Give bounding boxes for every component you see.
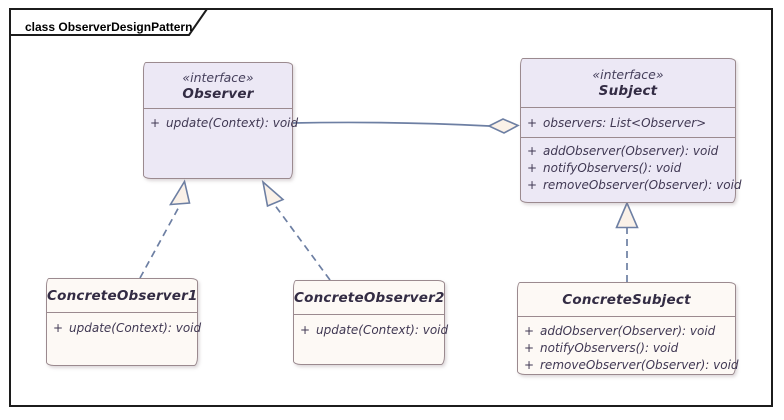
- method-signature: notifyObservers(): void: [543, 161, 682, 175]
- attribute-signature: observers: List<Observer>: [543, 116, 707, 130]
- stereotype-label: «interface»: [182, 69, 254, 85]
- class-header: ConcreteObserver1: [47, 279, 197, 312]
- class-header: «interface» Subject: [521, 59, 735, 107]
- members-section: + update(Context): void: [47, 312, 201, 365]
- visibility-symbol: +: [149, 116, 161, 130]
- method-row: + update(Context): void: [47, 320, 201, 337]
- class-box-observer: «interface» Observer + update(Context): …: [143, 62, 298, 179]
- class-name: ConcreteObserver1: [47, 287, 198, 304]
- class-box-concrete-observer2: ConcreteObserver2 + update(Context): voi…: [293, 280, 448, 365]
- method-row: + addObserver(Observer): void: [518, 323, 735, 340]
- visibility-symbol: +: [523, 324, 535, 338]
- diagram-frame-tab: class ObserverDesignPattern: [9, 8, 219, 37]
- diagram-frame: [9, 8, 773, 407]
- class-box-concrete-observer1: ConcreteObserver1 + update(Context): voi…: [46, 278, 201, 366]
- method-signature: removeObserver(Observer): void: [540, 358, 739, 372]
- class-box-subject: «interface» Subject + observers: List<Ob…: [520, 58, 742, 203]
- attributes-section: + observers: List<Observer>: [521, 107, 735, 137]
- method-row: + addObserver(Observer): void: [521, 143, 735, 160]
- class-name: ConcreteSubject: [562, 291, 691, 308]
- members-section: + addObserver(Observer): void + notifyOb…: [521, 137, 742, 202]
- class-box-concrete-subject: ConcreteSubject + addObserver(Observer):…: [517, 282, 739, 375]
- visibility-symbol: +: [299, 323, 311, 337]
- method-row: + update(Context): void: [144, 115, 298, 132]
- class-name: Observer: [182, 85, 254, 102]
- visibility-symbol: +: [523, 341, 535, 355]
- method-signature: addObserver(Observer): void: [543, 144, 719, 158]
- class-header: ConcreteSubject: [518, 283, 735, 316]
- class-header: «interface» Observer: [144, 63, 292, 108]
- attribute-row: + observers: List<Observer>: [521, 115, 735, 132]
- class-name: Subject: [598, 83, 658, 99]
- visibility-symbol: +: [526, 144, 538, 158]
- class-header: ConcreteObserver2: [294, 281, 444, 314]
- method-signature: removeObserver(Observer): void: [543, 178, 742, 192]
- method-signature: update(Context): void: [316, 323, 449, 337]
- class-name: ConcreteObserver2: [294, 289, 445, 306]
- stereotype-label: «interface»: [592, 67, 664, 82]
- visibility-symbol: +: [526, 116, 538, 130]
- method-row: + update(Context): void: [294, 322, 448, 339]
- method-row: + notifyObservers(): void: [521, 160, 735, 177]
- method-row: + removeObserver(Observer): void: [521, 177, 742, 194]
- visibility-symbol: +: [52, 321, 64, 335]
- members-section: + update(Context): void: [294, 314, 448, 364]
- frame-tab-shape: [9, 8, 209, 36]
- method-signature: addObserver(Observer): void: [540, 324, 716, 338]
- method-signature: notifyObservers(): void: [540, 341, 679, 355]
- method-row: + notifyObservers(): void: [518, 340, 735, 357]
- diagram-frame-title: class ObserverDesignPattern: [25, 20, 193, 34]
- method-row: + removeObserver(Observer): void: [518, 357, 739, 374]
- visibility-symbol: +: [526, 178, 538, 192]
- members-section: + update(Context): void: [144, 108, 298, 178]
- members-section: + addObserver(Observer): void + notifyOb…: [518, 316, 739, 374]
- method-signature: update(Context): void: [69, 321, 202, 335]
- method-signature: update(Context): void: [166, 116, 299, 130]
- visibility-symbol: +: [526, 161, 538, 175]
- visibility-symbol: +: [523, 358, 535, 372]
